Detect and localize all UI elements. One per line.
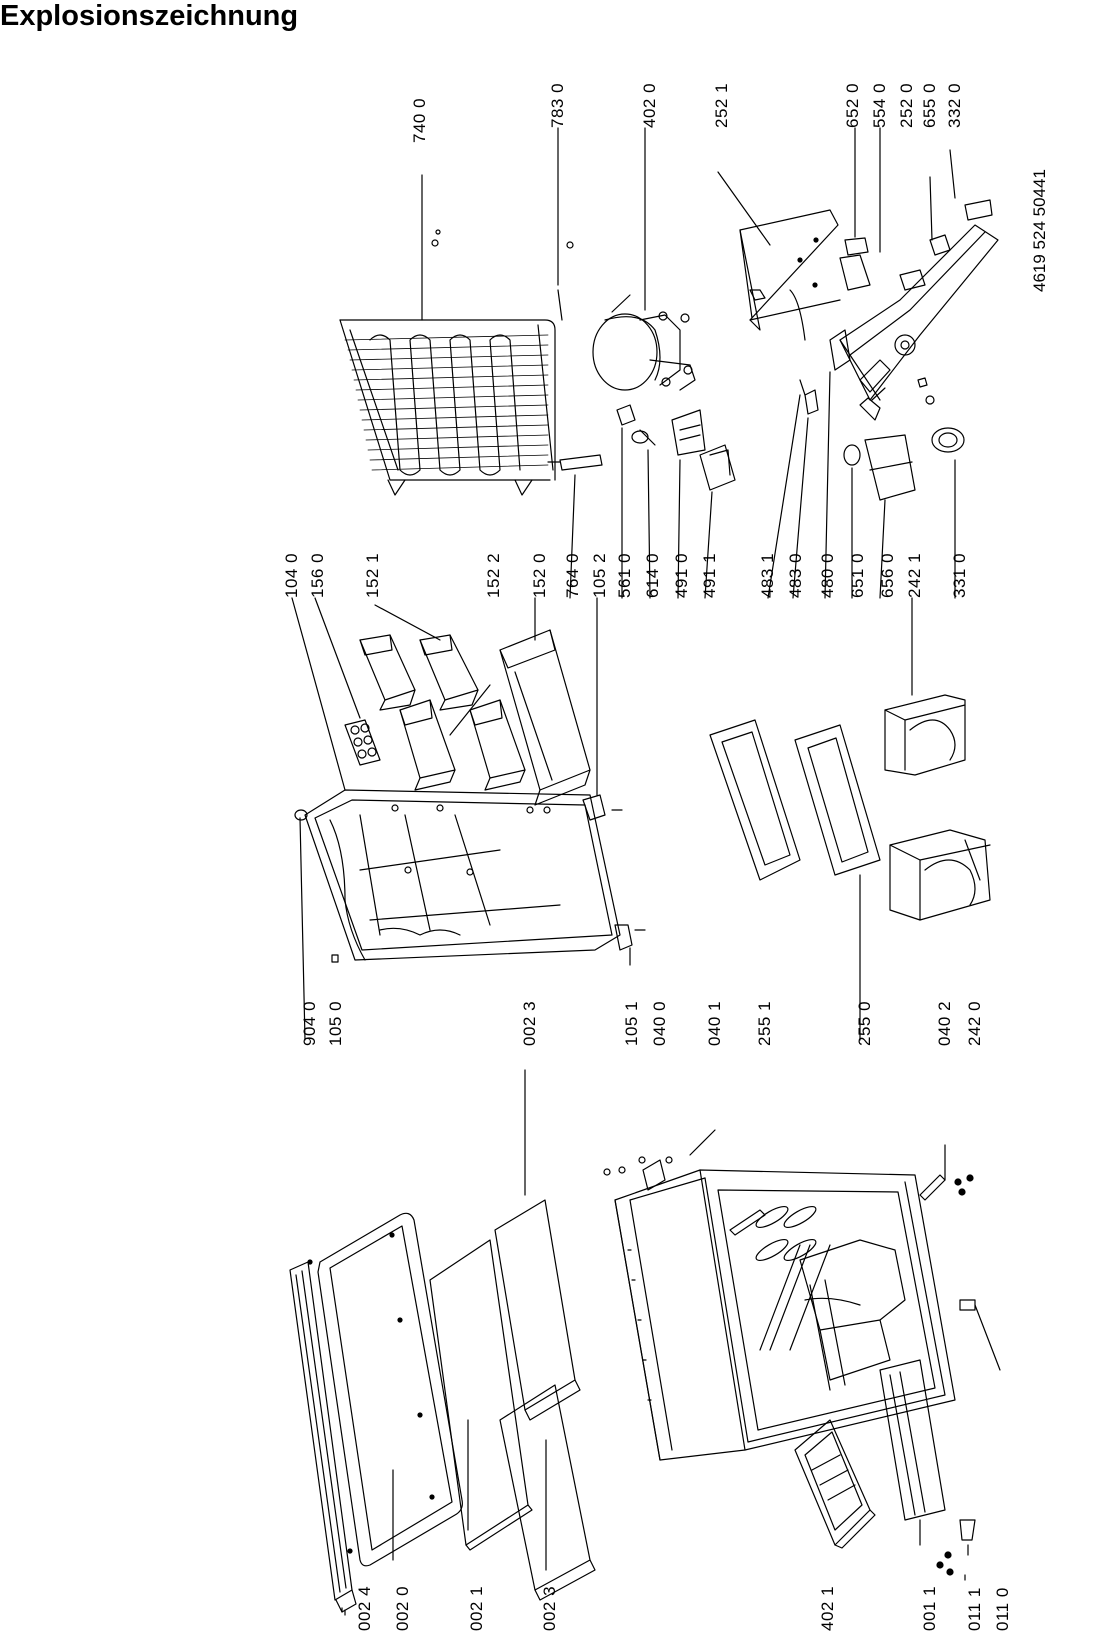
- thermostat-housing: [718, 128, 998, 598]
- door-bins: [360, 598, 590, 805]
- glass-shelf-lower: [500, 1385, 590, 1590]
- door-assembly: [290, 1070, 595, 1615]
- condenser-coil: [340, 128, 602, 598]
- egg-tray: [315, 598, 380, 765]
- door-panel: [430, 1240, 528, 1545]
- cabinet-body: [604, 1130, 1000, 1580]
- compressor: [593, 128, 735, 598]
- thermostat-box: [795, 1420, 875, 1548]
- glass-shelf-upper: [495, 1200, 575, 1410]
- crisper-boxes: [885, 598, 990, 920]
- door-handle-strip: [290, 1262, 352, 1600]
- page-title: Explosionszeichnung: [0, 0, 299, 32]
- door-plate: [318, 1213, 462, 1565]
- inner-door-liner: [292, 598, 645, 1040]
- crisper-covers: [710, 720, 880, 1040]
